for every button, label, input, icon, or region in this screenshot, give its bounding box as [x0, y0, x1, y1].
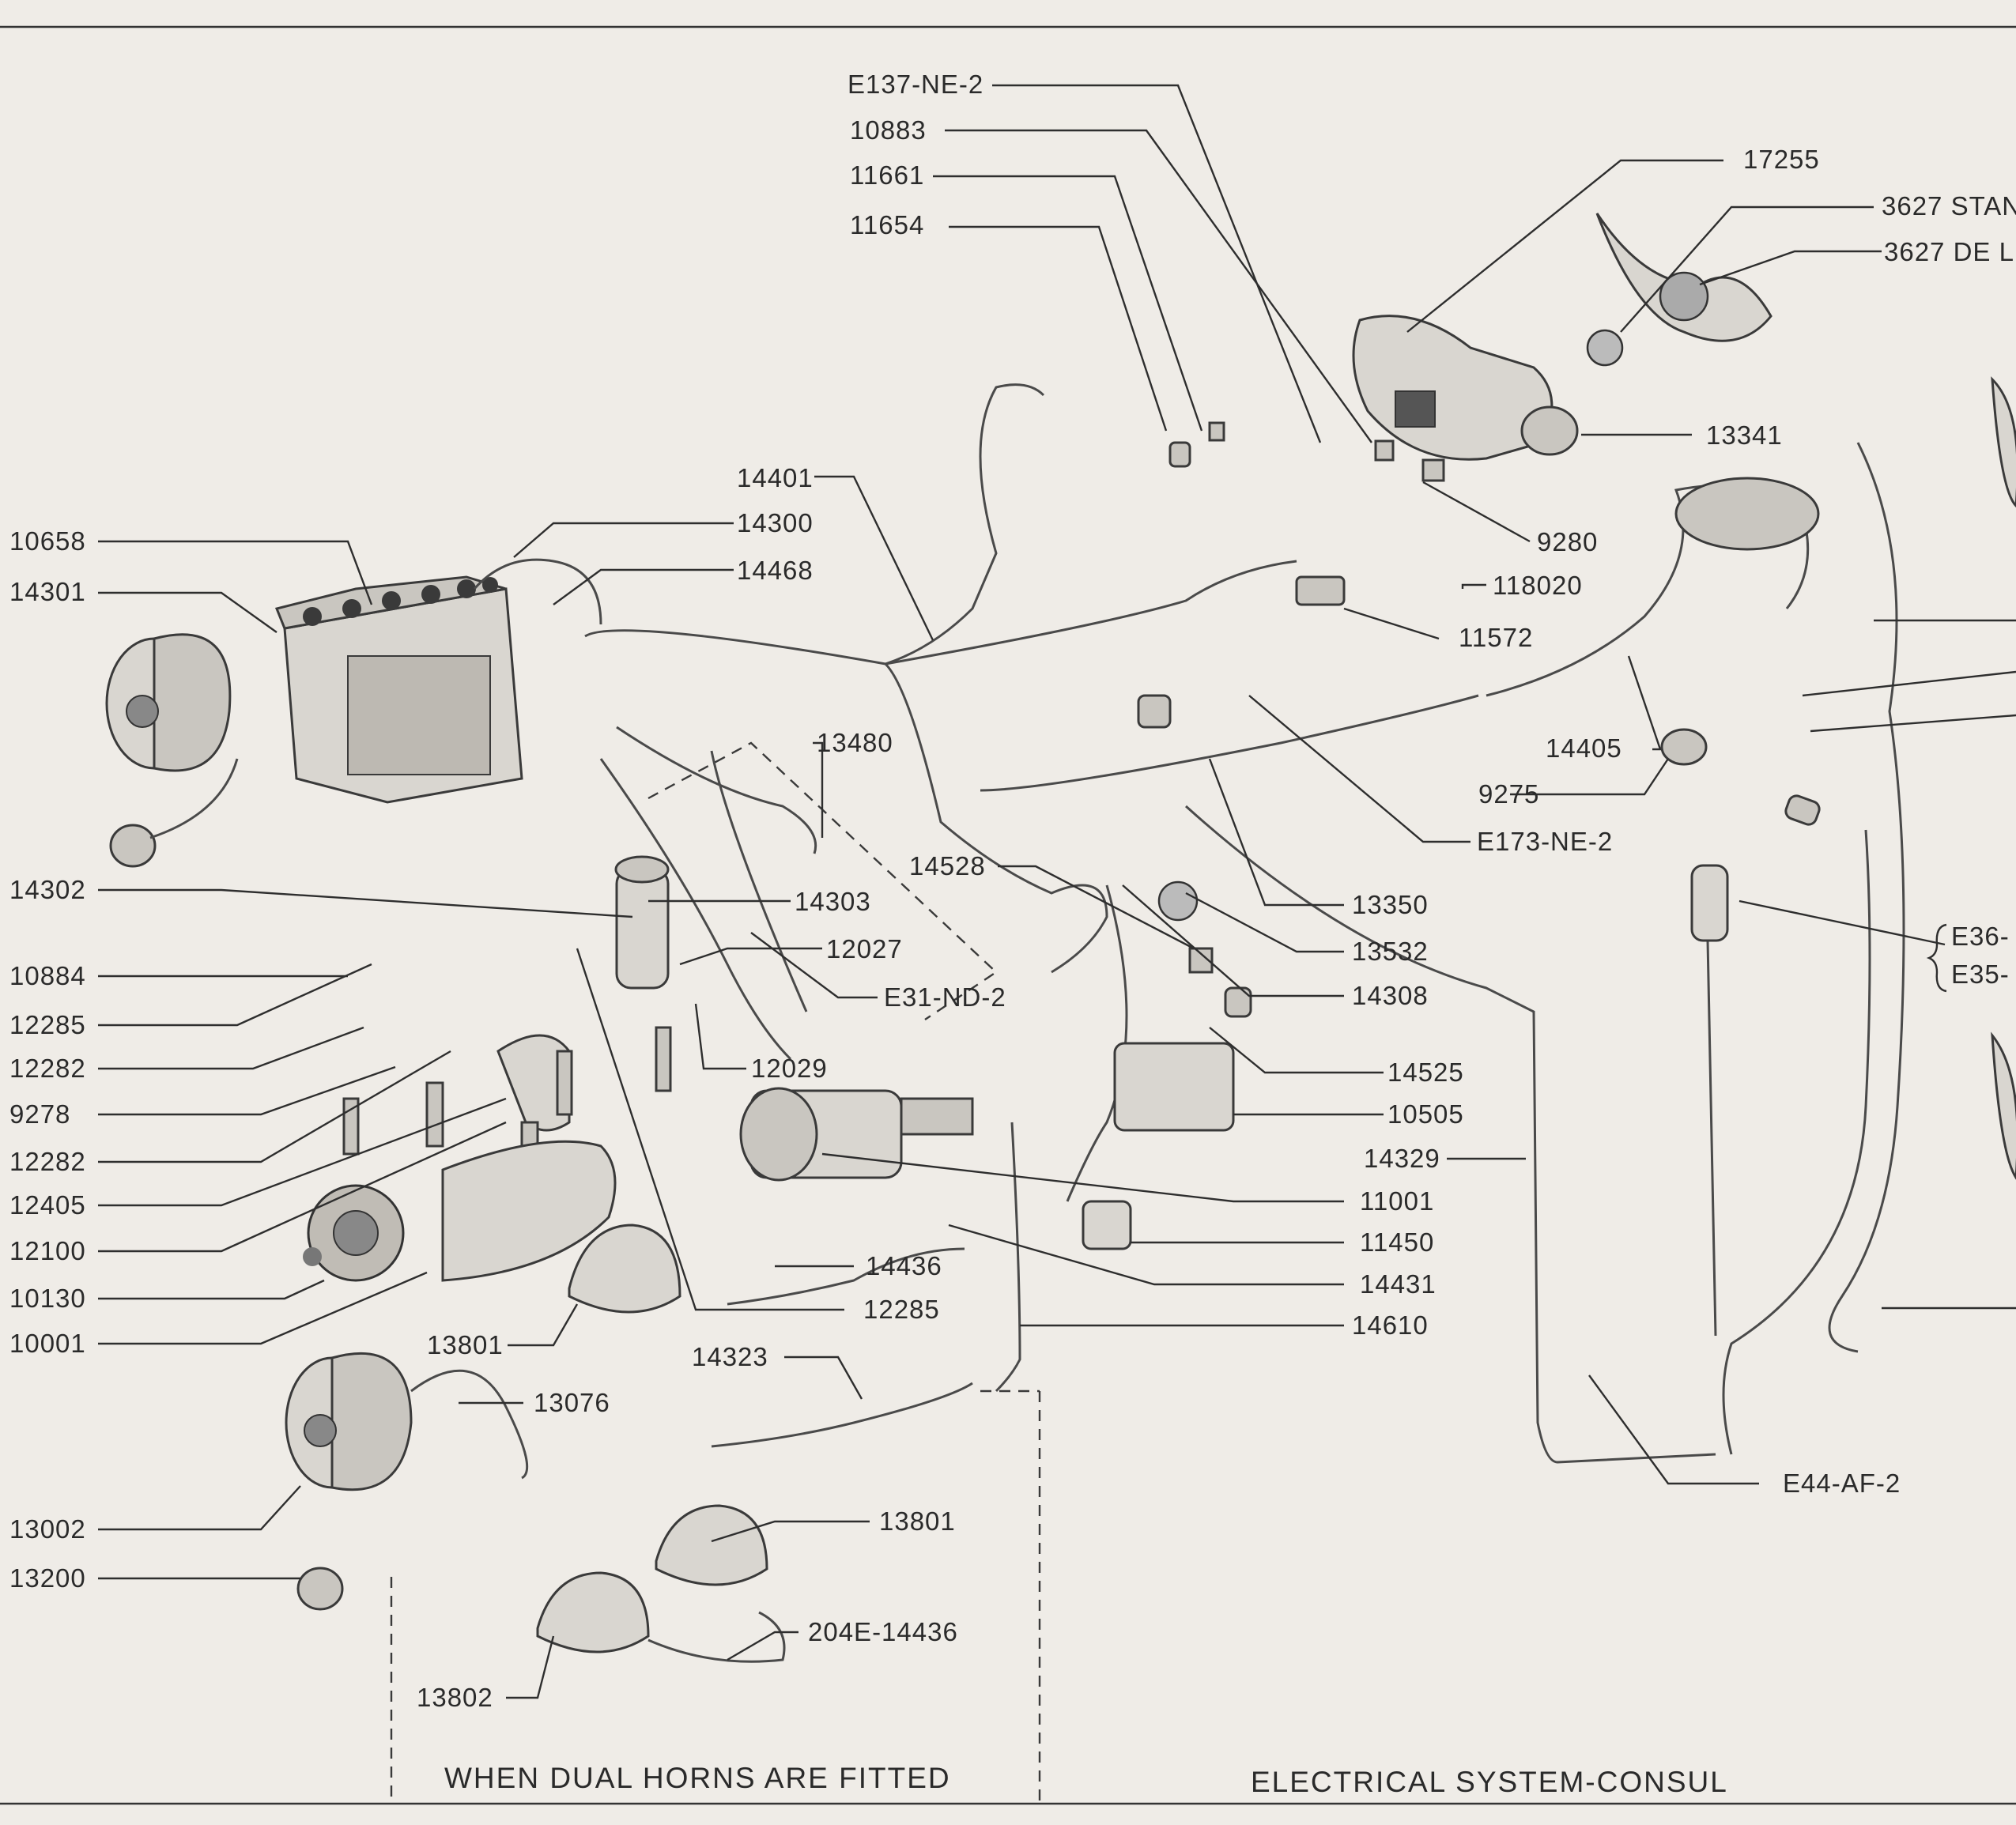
label-14303: 14303 — [795, 887, 871, 916]
label-14300: 14300 — [737, 508, 814, 537]
label-14301: 14301 — [9, 577, 86, 606]
starter-motor-illustration — [739, 1087, 974, 1182]
label-11001: 11001 — [1360, 1186, 1434, 1216]
label-13200: 13200 — [9, 1563, 86, 1593]
label-13076: 13076 — [534, 1388, 610, 1417]
label-14528: 14528 — [909, 851, 986, 880]
label-e31-nd-2: E31-ND-2 — [884, 982, 1006, 1012]
label-13002: 13002 — [9, 1514, 86, 1544]
label-e173-ne-2: E173-NE-2 — [1477, 827, 1613, 856]
label-e44-af-2: E44-AF-2 — [1783, 1469, 1901, 1498]
label-13480: 13480 — [817, 728, 893, 757]
label-13801-main: 13801 — [427, 1330, 504, 1359]
main-wiring-harness — [473, 383, 1905, 1464]
ignition-coil-illustration — [614, 855, 670, 990]
label-13801-inset: 13801 — [879, 1506, 956, 1536]
harness-connectors — [1137, 421, 1445, 1018]
battery-illustration — [274, 575, 523, 804]
diagram-caption: ELECTRICAL SYSTEM-CONSUL — [1251, 1766, 1728, 1798]
label-e137-ne-2: E137-NE-2 — [848, 70, 983, 99]
regulator-illustration — [1113, 1042, 1235, 1132]
label-14308: 14308 — [1352, 981, 1429, 1010]
label-17255: 17255 — [1743, 145, 1820, 174]
label-10883: 10883 — [850, 115, 927, 145]
label-13532: 13532 — [1352, 937, 1429, 966]
label-10001: 10001 — [9, 1329, 86, 1358]
label-10505: 10505 — [1387, 1099, 1464, 1129]
inset-caption: WHEN DUAL HORNS ARE FITTED — [444, 1762, 951, 1794]
label-9275: 9275 — [1478, 779, 1539, 809]
label-12282-lower: 12282 — [9, 1147, 86, 1176]
label-12285-lower: 12285 — [863, 1295, 940, 1324]
label-3627-de-l: 3627 DE L — [1884, 237, 2014, 266]
label-204e-14436: 204E-14436 — [808, 1617, 958, 1646]
right-side-components — [1660, 376, 2016, 1180]
e36-e35-brace — [1926, 923, 1947, 993]
label-12405: 12405 — [9, 1190, 86, 1220]
label-9278: 9278 — [9, 1099, 70, 1129]
label-12029: 12029 — [751, 1054, 828, 1083]
label-14323: 14323 — [692, 1342, 768, 1371]
label-13802: 13802 — [417, 1683, 493, 1712]
spark-plugs-illustration — [342, 1026, 672, 1156]
label-11572: 11572 — [1459, 623, 1533, 652]
instrument-cluster-illustration — [1352, 315, 1579, 461]
label-14329: 14329 — [1364, 1144, 1440, 1173]
label-12285-upper: 12285 — [9, 1010, 86, 1039]
label-12282-upper: 12282 — [9, 1054, 86, 1083]
label-14302: 14302 — [9, 875, 86, 904]
label-3627-stand: 3627 STAND — [1882, 191, 2016, 221]
label-13350: 13350 — [1352, 890, 1429, 919]
label-14431: 14431 — [1360, 1269, 1436, 1299]
label-11661: 11661 — [850, 160, 924, 190]
label-10884: 10884 — [9, 961, 86, 990]
horn-illustration-main — [568, 1224, 681, 1314]
solenoid-illustration — [1082, 1200, 1132, 1250]
inset-coil-region — [647, 741, 998, 1020]
label-118020: 118020 — [1493, 571, 1583, 600]
label-14401: 14401 — [737, 463, 814, 492]
label-14525: 14525 — [1387, 1058, 1464, 1087]
label-14405: 14405 — [1546, 733, 1622, 763]
leader-lines — [98, 84, 2016, 1699]
label-11450: 11450 — [1360, 1227, 1434, 1257]
label-10130: 10130 — [9, 1284, 86, 1313]
label-14436: 14436 — [866, 1251, 942, 1280]
label-14610: 14610 — [1352, 1310, 1429, 1340]
label-12027: 12027 — [826, 934, 903, 963]
label-14468: 14468 — [737, 556, 814, 585]
label-12100: 12100 — [9, 1236, 86, 1265]
label-13341: 13341 — [1706, 420, 1783, 450]
headlamp-illustration-upper — [105, 633, 239, 868]
label-9280: 9280 — [1537, 527, 1598, 556]
dual-horns-illustration — [536, 1504, 786, 1663]
label-e36: E36- — [1951, 922, 2010, 951]
steering-wheel-hub-illustration — [1586, 213, 1772, 367]
generator-illustration — [303, 1140, 617, 1282]
label-10658: 10658 — [9, 526, 86, 556]
label-e35: E35- — [1951, 960, 2010, 989]
headlamp-illustration-lower — [285, 1352, 529, 1611]
part-labels: E137-NE-2 10883 11661 11654 17255 3627 S… — [9, 70, 2016, 1712]
label-11654: 11654 — [850, 210, 924, 239]
